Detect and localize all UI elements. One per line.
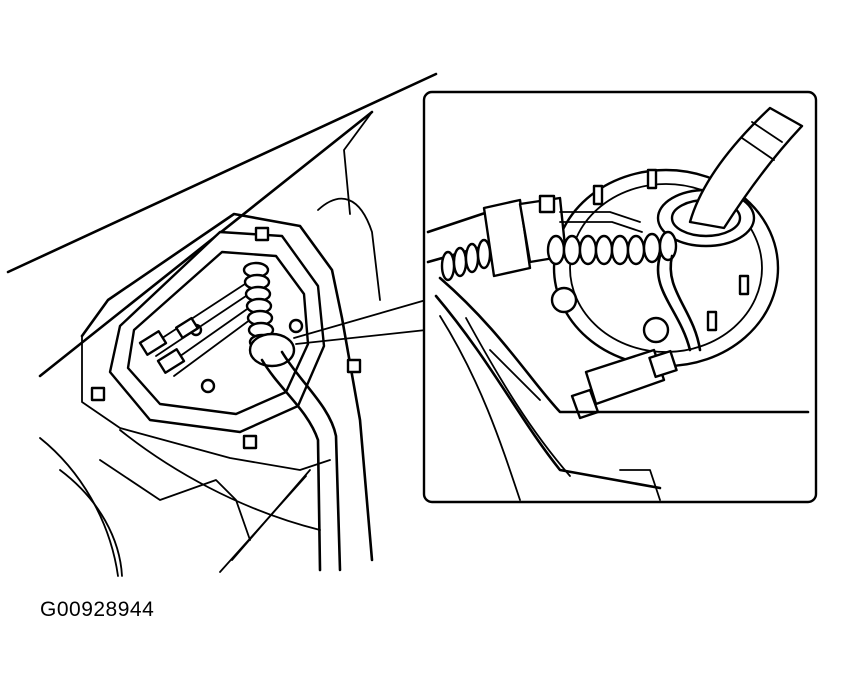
callout-leader-line [295, 329, 427, 345]
plate-studs [550, 168, 750, 344]
callout-leader-line [293, 299, 427, 339]
bolt-hole [90, 386, 106, 402]
bolt-hole [254, 226, 270, 242]
sensor-connector [584, 348, 666, 406]
detail-corrugated-tube [440, 238, 492, 282]
bolt-hole [346, 358, 362, 374]
detail-view [422, 90, 818, 504]
vehicle-floor-view [6, 72, 438, 577]
bolt-hole [242, 434, 258, 450]
plate-harness [546, 230, 678, 266]
figure-id-label: G00928944 [40, 598, 155, 621]
harness-connector [482, 198, 532, 278]
